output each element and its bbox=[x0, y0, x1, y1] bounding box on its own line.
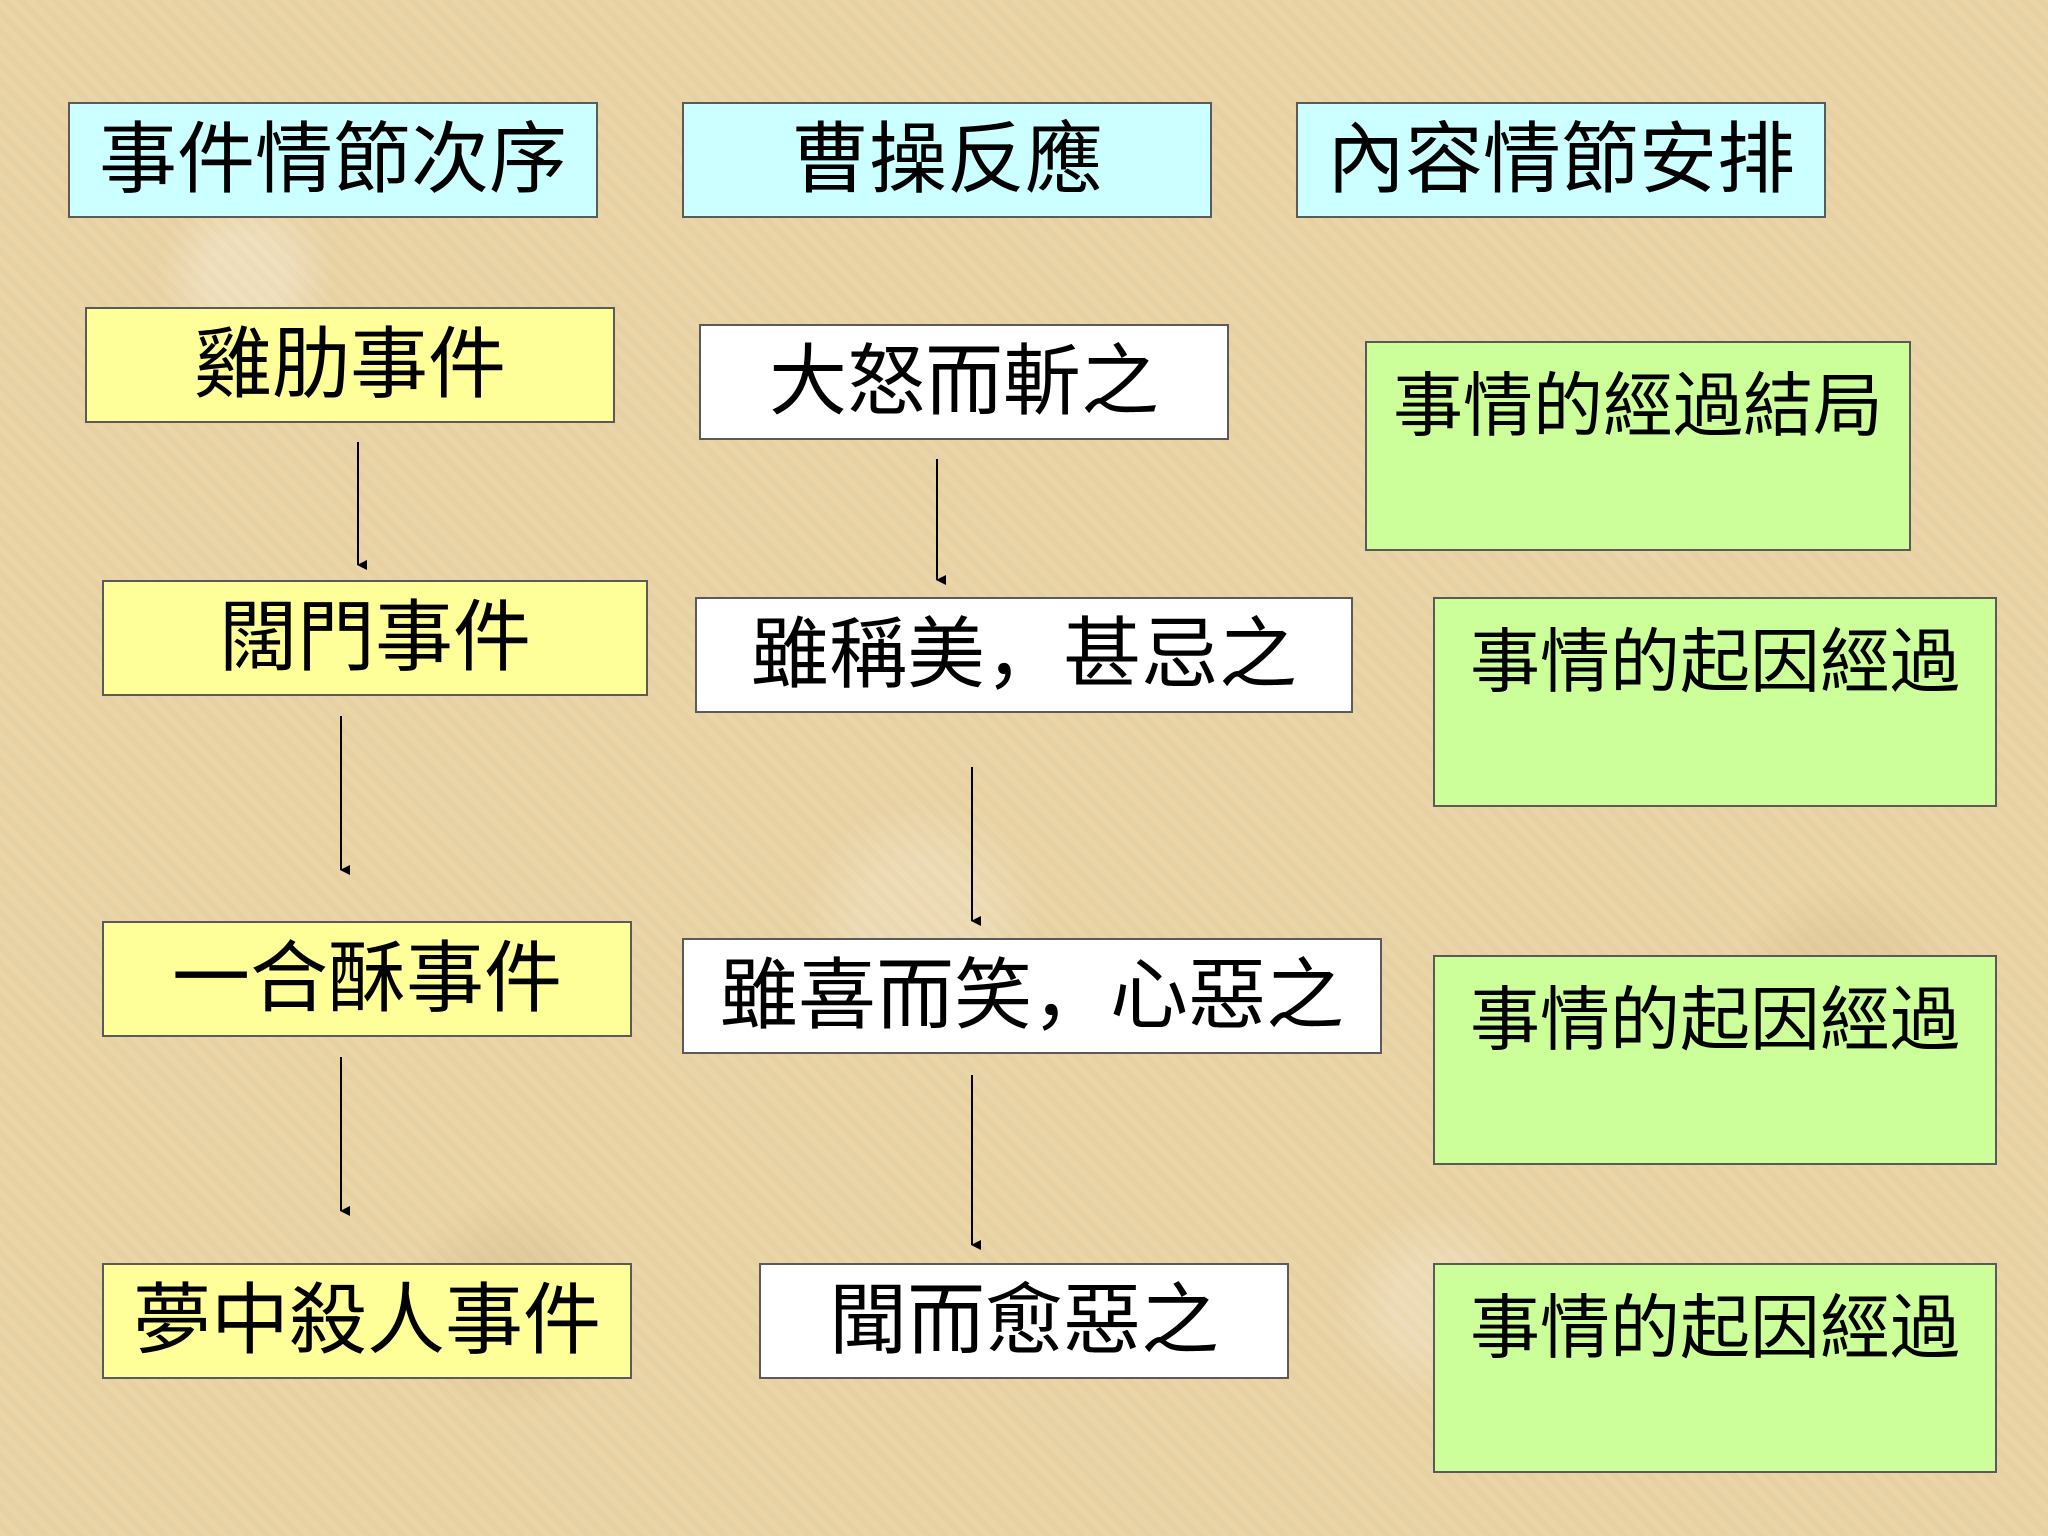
event-pastry-box: 一合酥事件 bbox=[102, 921, 632, 1037]
event-chicken-rib: 雞肋事件 bbox=[85, 307, 615, 423]
header-cao-cao-reaction: 曹操反應 bbox=[682, 102, 1212, 218]
arrangement-3: 事情的起因經過 bbox=[1433, 955, 1997, 1165]
header-event-sequence: 事件情節次序 bbox=[68, 102, 598, 218]
reaction-1: 大怒而斬之 bbox=[699, 324, 1229, 440]
event-wide-gate: 闊門事件 bbox=[102, 580, 648, 696]
reaction-4: 聞而愈惡之 bbox=[759, 1263, 1289, 1379]
reaction-2: 雖稱美，甚忌之 bbox=[695, 597, 1353, 713]
arrangement-4: 事情的起因經過 bbox=[1433, 1263, 1997, 1473]
reaction-3: 雖喜而笑，心惡之 bbox=[682, 938, 1382, 1054]
header-content-arrangement: 內容情節安排 bbox=[1296, 102, 1826, 218]
arrangement-2: 事情的起因經過 bbox=[1433, 597, 1997, 807]
arrangement-1: 事情的經過結局 bbox=[1365, 341, 1911, 551]
event-dream-killing: 夢中殺人事件 bbox=[102, 1263, 632, 1379]
